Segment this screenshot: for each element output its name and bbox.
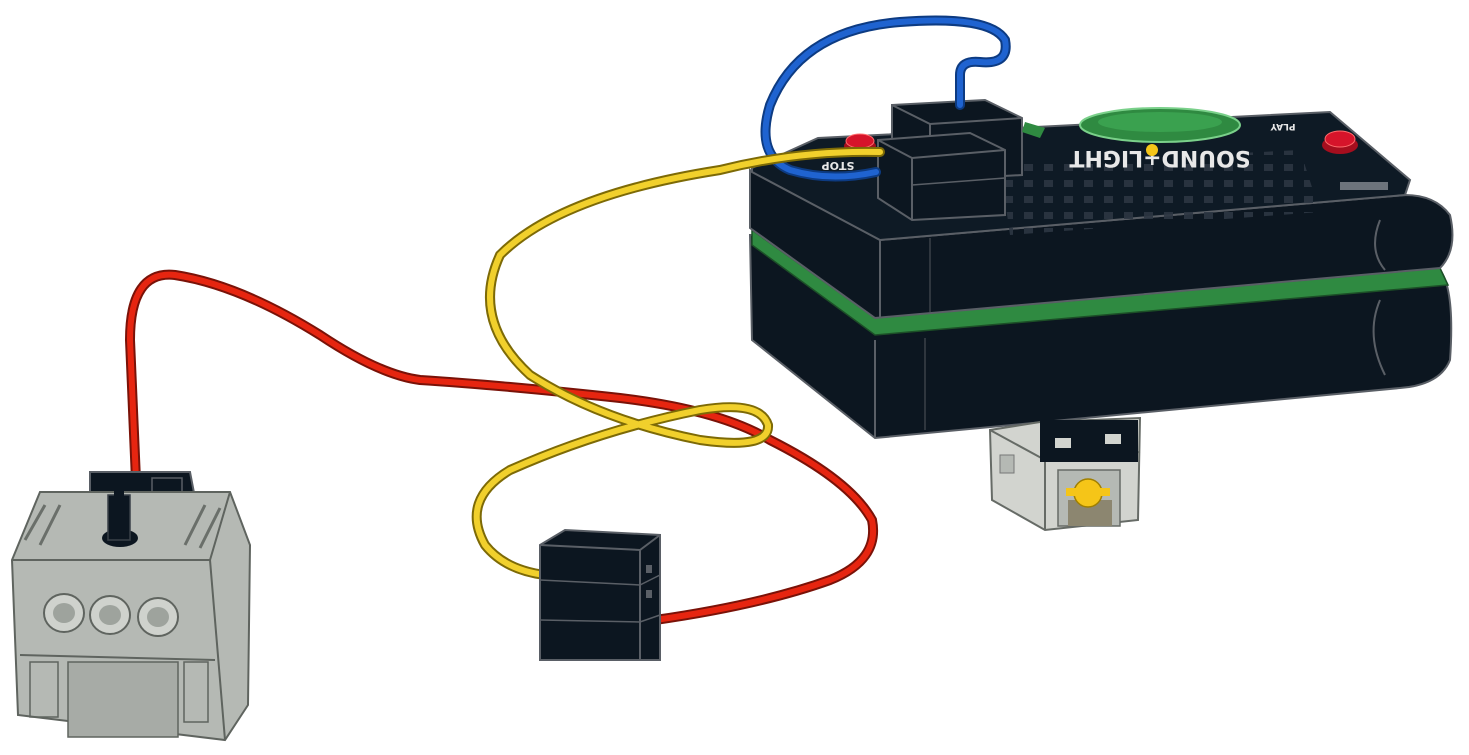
plug-block-lower: [877, 122, 1045, 222]
blue-wire[interactable]: [760, 15, 1011, 182]
brand-print: SOUND+LIGHT: [1069, 145, 1250, 170]
stop-pin-label: STOP: [822, 159, 855, 172]
pin-header: [1340, 182, 1388, 190]
controller-box: SOUND+LIGHT STOP PLAY: [748, 98, 1454, 440]
connector-block: [539, 528, 661, 661]
sensor-block: [988, 416, 1142, 532]
red-wire[interactable]: [124, 269, 879, 625]
red-pin-right[interactable]: [1322, 130, 1358, 154]
led-matrix: [1000, 150, 1320, 235]
sensor-mount: [1040, 420, 1138, 462]
yellow-wire[interactable]: [471, 146, 885, 580]
motor-block: [10, 471, 252, 742]
logo-dot: [1146, 144, 1158, 156]
motor-axle[interactable]: [102, 490, 138, 547]
play-pin-label: PLAY: [1270, 121, 1295, 131]
